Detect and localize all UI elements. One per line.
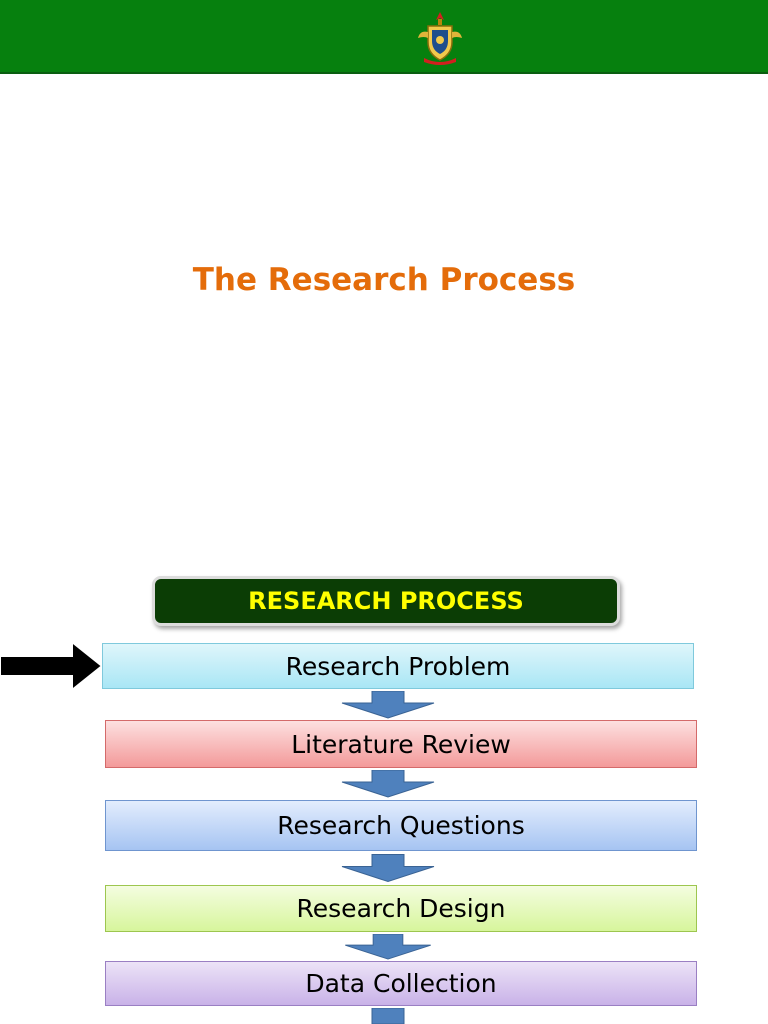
down-arrow-icon xyxy=(371,1008,405,1024)
step-research-design: Research Design xyxy=(105,885,697,932)
top-banner xyxy=(0,0,768,74)
step-research-questions: Research Questions xyxy=(105,800,697,851)
process-header: RESEARCH PROCESS xyxy=(152,576,620,626)
down-arrow-icon xyxy=(341,770,435,798)
step-research-problem: Research Problem xyxy=(102,643,694,689)
process-header-label: RESEARCH PROCESS xyxy=(248,587,524,615)
step-data-collection: Data Collection xyxy=(105,961,697,1006)
down-arrow-icon xyxy=(341,691,435,719)
university-crest-icon xyxy=(418,12,462,65)
right-arrow-icon xyxy=(0,640,104,692)
down-arrow-icon xyxy=(341,854,435,883)
slide-title: The Research Process xyxy=(192,262,576,298)
down-arrow-icon xyxy=(345,934,431,960)
step-literature-review: Literature Review xyxy=(105,720,697,768)
